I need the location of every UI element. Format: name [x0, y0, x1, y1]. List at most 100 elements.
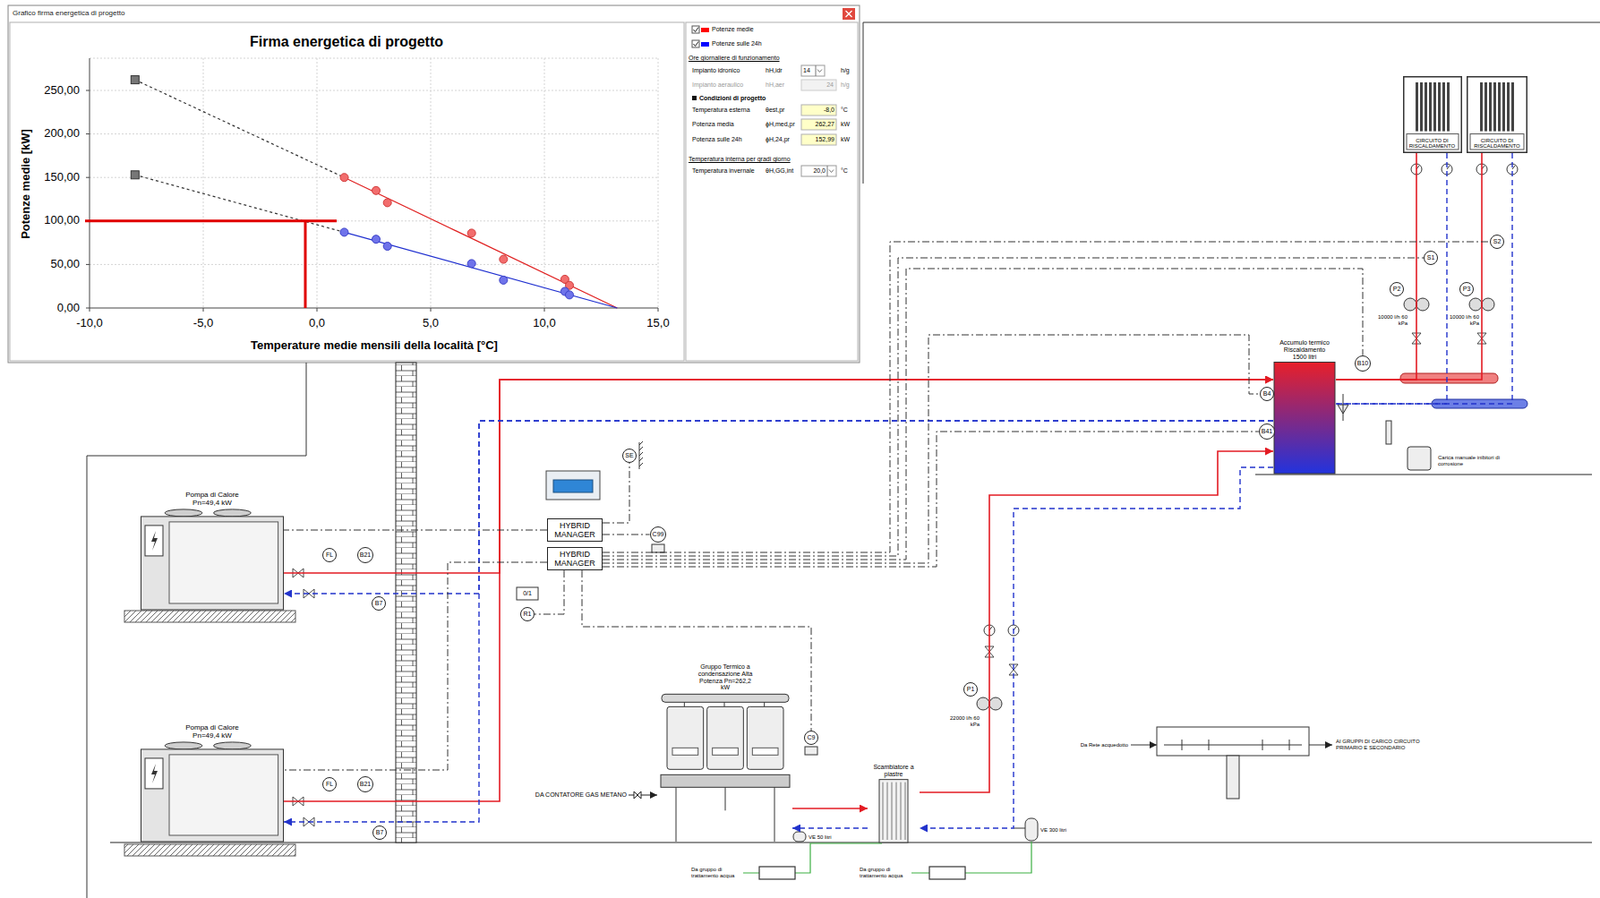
sensor-circle: B4: [1259, 386, 1275, 402]
boiler-display: [672, 747, 699, 755]
control-wire: [283, 530, 548, 531]
drawing-frame: [863, 22, 1600, 184]
return-pipe: [792, 827, 868, 829]
panel-controls: [692, 95, 697, 101]
dosing-equipment: [1386, 420, 1392, 445]
field-value: 152,99: [815, 136, 835, 144]
legend-text-holder: Potenze medie: [711, 25, 754, 34]
sensor-circle: B10: [1354, 355, 1371, 372]
circulation-pump: [1481, 298, 1495, 311]
window-title-holder: Grafico firma energetica di progetto: [12, 8, 125, 18]
node-text: P3: [1463, 285, 1472, 293]
panel-controls: [801, 79, 837, 91]
supply-note: Da Rete acquedotto: [1080, 742, 1129, 749]
field-value-holder: 152,99: [815, 136, 835, 144]
axis-tick: 10,0: [532, 316, 556, 331]
reading-guide: [85, 221, 337, 309]
field-label-holder: Potenza media: [692, 120, 735, 129]
expansion-vessel: [1025, 818, 1038, 841]
field-unit-holder: kW: [840, 136, 850, 144]
boiler-group: Gruppo Termico a condensazione Alta Pote…: [658, 662, 793, 842]
outdoor-sensor-bracket: [639, 441, 643, 470]
boiler-manifold: [660, 774, 790, 788]
axis-title-holder: Temperature medie mensili della località…: [250, 339, 498, 353]
unit-foundation: [124, 844, 296, 856]
node-text: B21: [359, 780, 371, 788]
boiler-display: [712, 747, 739, 755]
fan-housing: [213, 509, 252, 517]
flow-pipe: [283, 379, 1274, 574]
node-text: B4: [1263, 390, 1272, 398]
monthly-point-blue: [340, 228, 349, 237]
radiator-fin: [1433, 82, 1437, 132]
field-label: Potenza media: [692, 120, 735, 129]
axis-tick-holder: -5,0: [193, 316, 214, 331]
design-point-marker: [130, 76, 139, 180]
heat-pump-unit: Pompa di Calore Pn=49,4 kW: [140, 490, 284, 611]
drawing-frame: [86, 362, 307, 898]
node-text: Gruppo Termico a condensazione Alta Pote…: [697, 663, 753, 692]
sensor-circle: S2: [1489, 234, 1505, 249]
manifold: [1400, 373, 1498, 384]
axis-tick: 0,0: [308, 316, 326, 331]
chart-trend-line: [344, 231, 618, 309]
unit-foundation: [124, 610, 296, 856]
dosing-equipment: [1337, 393, 1349, 421]
radiator-fin: [1484, 82, 1488, 132]
vessel-label-holder: VE 300 litri: [1040, 827, 1067, 834]
field-value: 14: [803, 67, 811, 75]
system-display: [553, 479, 593, 493]
legend-swatch: [701, 27, 710, 33]
ground-line: [110, 474, 1592, 843]
field-unit-holder: h/g: [840, 67, 850, 75]
equipment-outline: [140, 490, 284, 611]
fan-housing: [164, 509, 203, 517]
panel-controls: [801, 134, 837, 146]
return-pipe: [1335, 153, 1447, 404]
dialog-window: [846, 10, 853, 18]
manifold: [1400, 373, 1528, 409]
axis-tick: -10,0: [76, 316, 103, 331]
water-treatment-line: [929, 866, 966, 880]
pump-rating: 10000 l/h 60 kPa: [1371, 314, 1408, 327]
field-label: Temperatura esterna: [692, 106, 751, 114]
node-text: S2: [1493, 238, 1502, 246]
chart-trend-line: [135, 174, 345, 232]
monthly-point-red: [467, 229, 476, 238]
node-text: Pompa di Calore Pn=49,4 kW: [179, 724, 245, 741]
node-text: FL: [325, 551, 334, 559]
axis-tick-holder: 0,00: [57, 301, 80, 316]
control-wire: [602, 431, 1259, 567]
field-label: Impianto aeraulico: [692, 81, 744, 89]
water-treatment-line: [743, 841, 1032, 880]
expansion-vessel: [793, 818, 1038, 842]
monthly-point-blue: [565, 290, 574, 300]
node-text: B21: [359, 551, 371, 559]
sensor-circle: R1: [520, 607, 535, 622]
sensor-circle: SE: [622, 448, 637, 463]
control-wire: [602, 241, 1490, 553]
node-text: B41: [1261, 427, 1273, 436]
pump-rating: 10000 l/h 60 kPa: [1448, 314, 1480, 327]
control-wire: [283, 562, 548, 771]
radiator-fin: [1446, 82, 1450, 132]
chart-grid: [89, 58, 659, 309]
water-supply-unit: [1156, 727, 1310, 756]
radiator-fin: [1428, 82, 1432, 132]
unit-body: [141, 749, 284, 842]
field-unit-holder: °C: [840, 167, 848, 175]
system-display: [546, 470, 600, 500]
node-text: FL: [325, 780, 334, 788]
chart-axes: [89, 58, 659, 309]
control-wire: [602, 268, 1363, 560]
electric-box: [145, 758, 163, 789]
water-supply-unit: [1163, 739, 1302, 751]
return-pipe: [919, 467, 1274, 829]
field-label-holder: Potenza sulle 24h: [692, 136, 743, 144]
node-text: CIRCUITO DI RISCALDAMENTO: [1406, 137, 1459, 150]
axis-title: Temperature medie mensili della località…: [250, 339, 498, 353]
circulation-pump: [1403, 298, 1417, 311]
field-value-holder: -8,0: [823, 106, 835, 114]
field-symbol: ϕH,24,pr: [765, 136, 790, 144]
axis-tick-holder: 10,0: [532, 316, 556, 331]
